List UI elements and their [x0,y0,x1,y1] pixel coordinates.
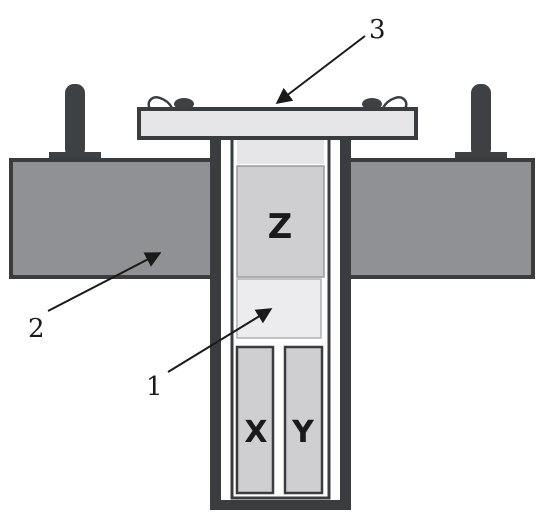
block-x-label: X [244,415,267,450]
left-bolt [49,84,101,161]
callout-arrow-1 [167,308,273,373]
block-y-label: Y [291,415,315,450]
cap-plate [137,107,418,140]
callout-label-3: 3 [369,15,386,45]
block-y [283,345,324,495]
right-plate [343,158,535,279]
right-roller [342,96,408,110]
block-1 [236,278,322,339]
left-roller [147,96,214,110]
block-z-label: Z [268,207,293,247]
callout-arrow-3 [275,35,366,104]
top-spacer [237,140,324,164]
block-x [235,345,275,495]
left-plate [9,158,214,279]
callout-label-2: 2 [28,314,45,344]
callout-arrow-2 [47,252,162,312]
block-z [236,165,325,278]
right-bolt [455,84,507,161]
callout-label-1: 1 [146,372,163,402]
